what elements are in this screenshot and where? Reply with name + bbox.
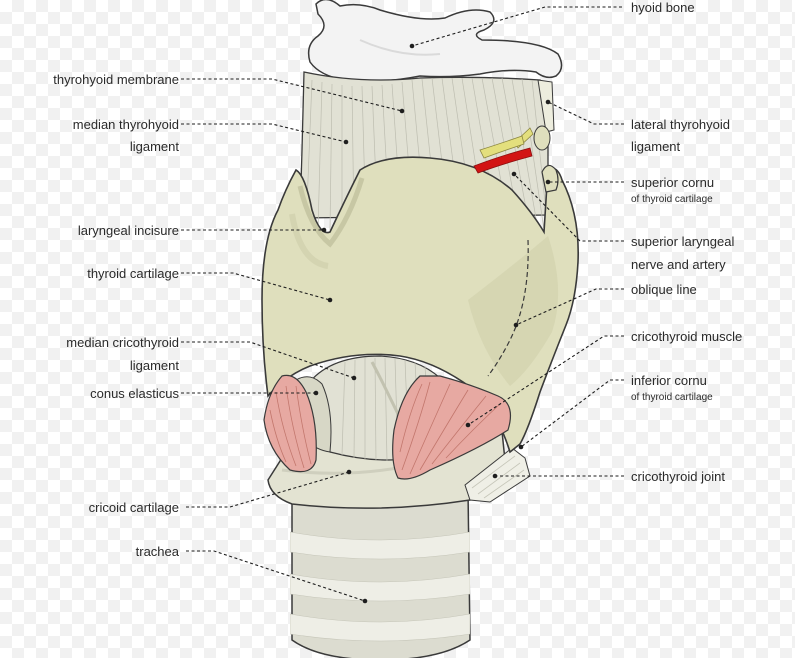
label-superior-laryngeal: superior laryngeal bbox=[631, 234, 734, 249]
label-inferior-cornu-sub: of thyroid cartilage bbox=[631, 392, 713, 403]
label-lateral-thyrohyoid-ligament: lateral thyrohyoid bbox=[631, 117, 730, 132]
trachea bbox=[290, 489, 471, 658]
label-median-cricothyroid-ligament: median cricothyroid bbox=[66, 335, 179, 350]
label-cricoid-cartilage: cricoid cartilage bbox=[89, 500, 179, 515]
label-hyoid-bone: hyoid bone bbox=[631, 0, 695, 15]
thyroid-cartilage bbox=[261, 156, 579, 454]
label-laryngeal-incisure: laryngeal incisure bbox=[78, 223, 179, 238]
label-thyroid-cartilage: thyroid cartilage bbox=[87, 266, 179, 281]
label-conus-elasticus: conus elasticus bbox=[90, 386, 179, 401]
label-median-thyrohyoid-ligament: median thyrohyoid bbox=[73, 117, 179, 132]
superior-cornu bbox=[541, 164, 559, 193]
label-lateral-thyrohyoid-ligament-line2: ligament bbox=[631, 139, 681, 154]
label-trachea: trachea bbox=[136, 544, 180, 559]
leader-lines bbox=[181, 6, 624, 604]
superior-laryngeal-nerve-artery bbox=[473, 127, 534, 174]
label-oblique-line: oblique line bbox=[631, 282, 697, 297]
label-thyrohyoid-membrane: thyrohyoid membrane bbox=[53, 72, 179, 87]
label-superior-laryngeal-line2: nerve and artery bbox=[631, 257, 726, 272]
label-inferior-cornu: inferior cornu bbox=[631, 373, 707, 388]
lateral-thyrohyoid-ligament bbox=[533, 79, 555, 151]
label-cricothyroid-muscle: cricothyroid muscle bbox=[631, 329, 742, 344]
label-median-thyrohyoid-ligament-line2: ligament bbox=[130, 139, 180, 154]
label-median-cricothyroid-ligament-line2: ligament bbox=[130, 358, 180, 373]
hyoid-bone bbox=[307, 0, 563, 83]
label-cricothyroid-joint: cricothyroid joint bbox=[631, 469, 725, 484]
cricothyroid-muscle-right bbox=[392, 375, 511, 480]
label-superior-cornu: superior cornu bbox=[631, 175, 714, 190]
label-superior-cornu-sub: of thyroid cartilage bbox=[631, 194, 713, 205]
cricothyroid-muscle-left bbox=[263, 374, 317, 473]
